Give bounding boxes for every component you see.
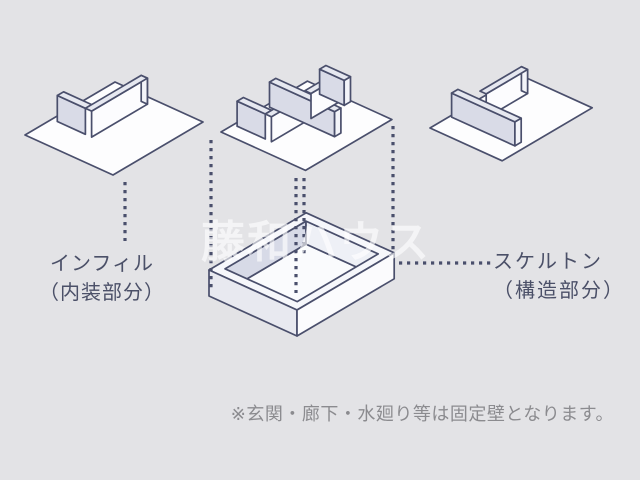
floor-plate [24, 81, 204, 176]
wall-top [450, 88, 523, 123]
wall-end [514, 117, 523, 147]
infill-label-title: インフィル [50, 253, 154, 275]
skeleton-label-title: スケルトン [493, 251, 603, 273]
wall-end [343, 75, 352, 107]
infill-plan-right [429, 65, 594, 162]
skeleton-box [208, 211, 396, 337]
wall-top [318, 64, 352, 82]
wall-end [333, 107, 342, 138]
infill-label-subtitle: （内装部分） [39, 282, 165, 304]
skeleton-label: スケルトン （構造部分） [493, 248, 625, 306]
box-outer-right [296, 251, 396, 337]
infill-plan-left [24, 74, 204, 176]
infill-label: インフィル （内装部分） [22, 250, 182, 308]
skeleton-label-subtitle: （構造部分） [493, 280, 625, 302]
fixed-wall-note: ※玄関・廊下・水廻り等は固定壁となります。 [230, 404, 614, 424]
guide-lines [123, 126, 491, 293]
infill-plan-center [220, 64, 393, 172]
wall-top [84, 74, 149, 112]
wall-top [479, 65, 529, 95]
